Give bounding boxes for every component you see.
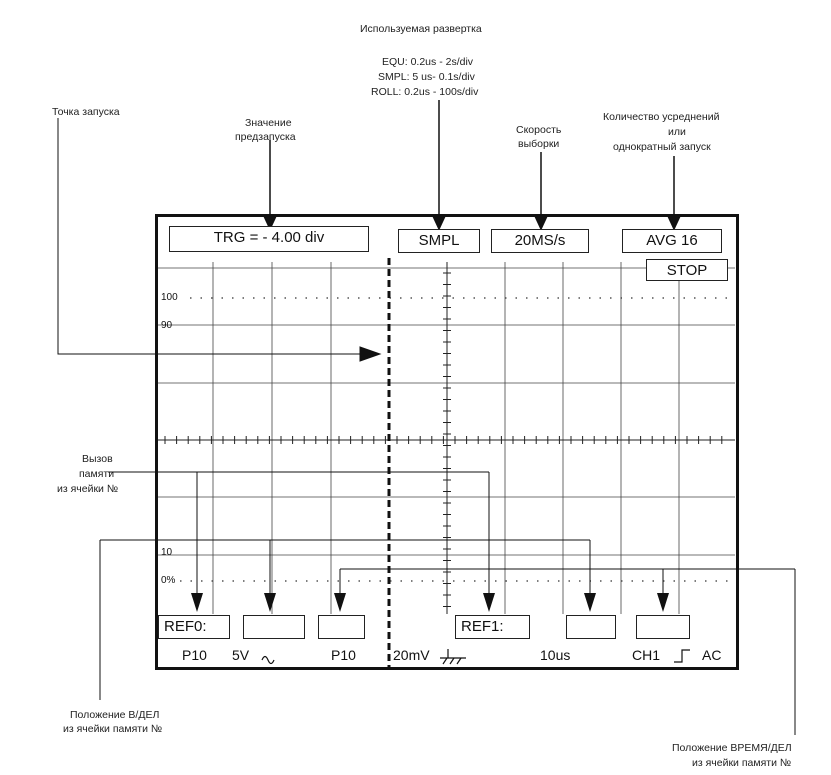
stop-status-box: STOP: [646, 259, 728, 281]
level-0-label: 0%: [161, 575, 176, 586]
p10-mid-label: P10: [331, 647, 356, 663]
trigger-value-box: TRG = - 4.00 div: [169, 226, 369, 252]
coupling-label: AC: [702, 647, 722, 663]
pretrigger-label-1: Значение: [245, 117, 292, 129]
timediv-pos-label-2: из ячейки памяти №: [692, 757, 792, 769]
sweep-roll: ROLL: 0.2us - 100s/div: [371, 86, 479, 98]
sample-rate-label-1: Скорость: [516, 124, 562, 136]
ref1-box: REF1:: [455, 615, 530, 639]
memory-call-arrowheads: [191, 593, 669, 612]
ref0-slot-1: [243, 615, 305, 639]
p10-left-label: P10: [182, 647, 207, 663]
ref0-box: REF0:: [158, 615, 230, 639]
timediv-pos-label-1: Положение ВРЕМЯ/ДЕЛ: [672, 742, 792, 754]
sweep-equ: EQU: 0.2us - 2s/div: [382, 56, 474, 68]
level-90-label: 90: [161, 320, 173, 331]
mode-box: SMPL: [398, 229, 480, 253]
oscilloscope-screen: [155, 214, 739, 670]
axis-ticks: [164, 272, 723, 607]
trigger-point-leader: [57, 118, 382, 362]
ac-sine-icon: [261, 655, 275, 665]
ref1-slot-2: [636, 615, 690, 639]
vdiv-pos-label-2: из ячейки памяти №: [63, 723, 163, 735]
pretrigger-label-2: предзапуска: [235, 131, 296, 143]
ref1-slot-1: [566, 615, 616, 639]
volt-label: 5V: [232, 647, 250, 663]
ref0-slot-2: [318, 615, 365, 639]
sample-rate-box: 20MS/s: [491, 229, 589, 253]
level-100-label: 100: [161, 292, 178, 303]
top-arrows: [262, 100, 682, 231]
memory-call-label-3: из ячейки №: [57, 483, 119, 495]
averaging-box: AVG 16: [622, 229, 722, 253]
averaging-label-3: однократный запуск: [613, 141, 711, 153]
averaging-label-1: Количество усреднений: [603, 111, 720, 123]
mv-label: 20mV: [393, 647, 430, 663]
trigger-point-label: Точка запуска: [52, 106, 120, 118]
memory-call-label-1: Вызов: [82, 453, 113, 465]
ground-icon: [440, 649, 466, 665]
channel-label: CH1: [632, 647, 661, 663]
sweep-title: Используемая развертка: [360, 23, 482, 35]
vdiv-pos-label-1: Положение В/ДЕЛ: [70, 709, 160, 721]
sweep-smpl: SMPL: 5 us- 0.1s/div: [378, 71, 475, 83]
sample-rate-label-2: выборки: [518, 138, 560, 150]
rising-edge-icon: [674, 649, 690, 663]
level-10-label: 10: [161, 547, 173, 558]
averaging-label-2: или: [668, 126, 686, 138]
time-label: 10us: [540, 647, 571, 663]
memory-call-leaders: [99, 471, 796, 735]
memory-call-label-2: памяти: [79, 468, 115, 480]
